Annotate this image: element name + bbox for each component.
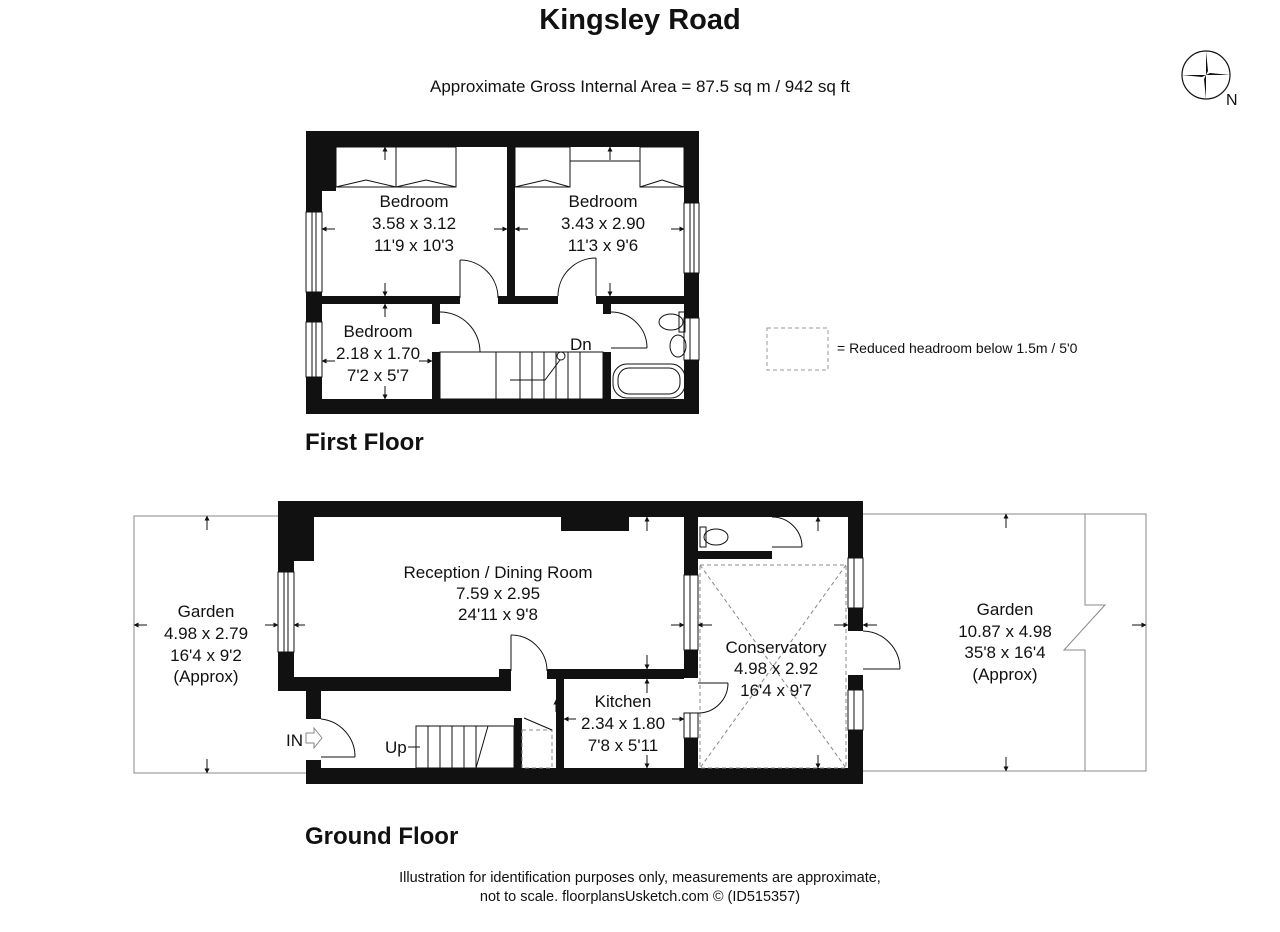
svg-text:16'4 x 9'7: 16'4 x 9'7	[740, 681, 812, 700]
svg-text:35'8 x 16'4: 35'8 x 16'4	[964, 643, 1045, 662]
svg-text:7'8 x 5'11: 7'8 x 5'11	[588, 736, 658, 755]
compass-north-label: N	[1226, 92, 1238, 109]
ground-floor-plan	[277, 501, 901, 784]
footer-disclaimer-line1: Illustration for identification purposes…	[399, 870, 881, 886]
first-floor-label: First Floor	[305, 429, 424, 456]
svg-text:10.87 x 4.98: 10.87 x 4.98	[958, 622, 1052, 641]
room-bedroom-2: Bedroom 3.43 x 2.90 11'3 x 9'6	[561, 192, 645, 255]
reduced-headroom-swatch	[766, 327, 829, 371]
svg-text:Bedroom: Bedroom	[344, 322, 413, 341]
ground-floor-label: Ground Floor	[305, 823, 459, 850]
first-floor-dimension-arrows	[321, 146, 685, 400]
svg-text:Kitchen: Kitchen	[595, 692, 652, 711]
svg-text:Bedroom: Bedroom	[380, 192, 449, 211]
svg-text:Garden: Garden	[977, 600, 1034, 619]
stairs-up-label: Up	[385, 738, 407, 757]
svg-text:7'2 x 5'7: 7'2 x 5'7	[347, 366, 409, 385]
entrance-arrow-icon	[305, 726, 323, 750]
compass-icon	[1181, 50, 1231, 100]
svg-text:7.59 x 2.95: 7.59 x 2.95	[456, 584, 540, 603]
garden-front: Garden 10.87 x 4.98 35'8 x 16'4 (Approx)	[958, 600, 1052, 684]
room-conservatory: Conservatory 4.98 x 2.92 16'4 x 9'7	[725, 638, 827, 700]
gross-area-text: Approximate Gross Internal Area = 87.5 s…	[429, 77, 851, 96]
room-bedroom-1: Bedroom 3.58 x 3.12 11'9 x 10'3	[372, 192, 456, 255]
svg-text:Bedroom: Bedroom	[569, 192, 638, 211]
footer-disclaimer-line2: not to scale. floorplansUsketch.com © (I…	[479, 889, 801, 905]
first-floor-plan	[305, 131, 700, 414]
room-bedroom-3: Bedroom 2.18 x 1.70 7'2 x 5'7	[336, 322, 420, 385]
room-kitchen: Kitchen 2.34 x 1.80 7'8 x 5'11	[581, 692, 665, 755]
svg-text:16'4 x 9'2: 16'4 x 9'2	[170, 646, 242, 665]
svg-text:4.98 x 2.92: 4.98 x 2.92	[734, 659, 818, 678]
svg-text:4.98 x 2.79: 4.98 x 2.79	[164, 624, 248, 643]
svg-text:Reception / Dining Room: Reception / Dining Room	[404, 563, 593, 582]
svg-text:(Approx): (Approx)	[972, 665, 1037, 684]
svg-text:3.58 x 3.12: 3.58 x 3.12	[372, 214, 456, 233]
svg-text:2.18 x 1.70: 2.18 x 1.70	[336, 344, 420, 363]
svg-text:24'11 x 9'8: 24'11 x 9'8	[458, 605, 538, 624]
svg-text:3.43 x 2.90: 3.43 x 2.90	[561, 214, 645, 233]
entrance-label: IN	[286, 731, 303, 750]
svg-text:(Approx): (Approx)	[173, 667, 238, 686]
svg-text:11'9 x 10'3: 11'9 x 10'3	[374, 236, 454, 255]
svg-text:2.34 x 1.80: 2.34 x 1.80	[581, 714, 665, 733]
garden-rear: Garden 4.98 x 2.79 16'4 x 9'2 (Approx)	[164, 602, 248, 686]
legend-text: = Reduced headroom below 1.5m / 5'0	[837, 340, 1078, 356]
stairs-down-label: Dn	[570, 335, 592, 354]
svg-text:11'3 x 9'6: 11'3 x 9'6	[568, 236, 638, 255]
svg-text:Garden: Garden	[178, 602, 235, 621]
room-reception-dining: Reception / Dining Room 7.59 x 2.95 24'1…	[404, 563, 593, 624]
ground-floor-dimension-arrows	[133, 513, 1147, 774]
page-title: Kingsley Road	[539, 4, 741, 36]
svg-text:Conservatory: Conservatory	[725, 638, 827, 657]
